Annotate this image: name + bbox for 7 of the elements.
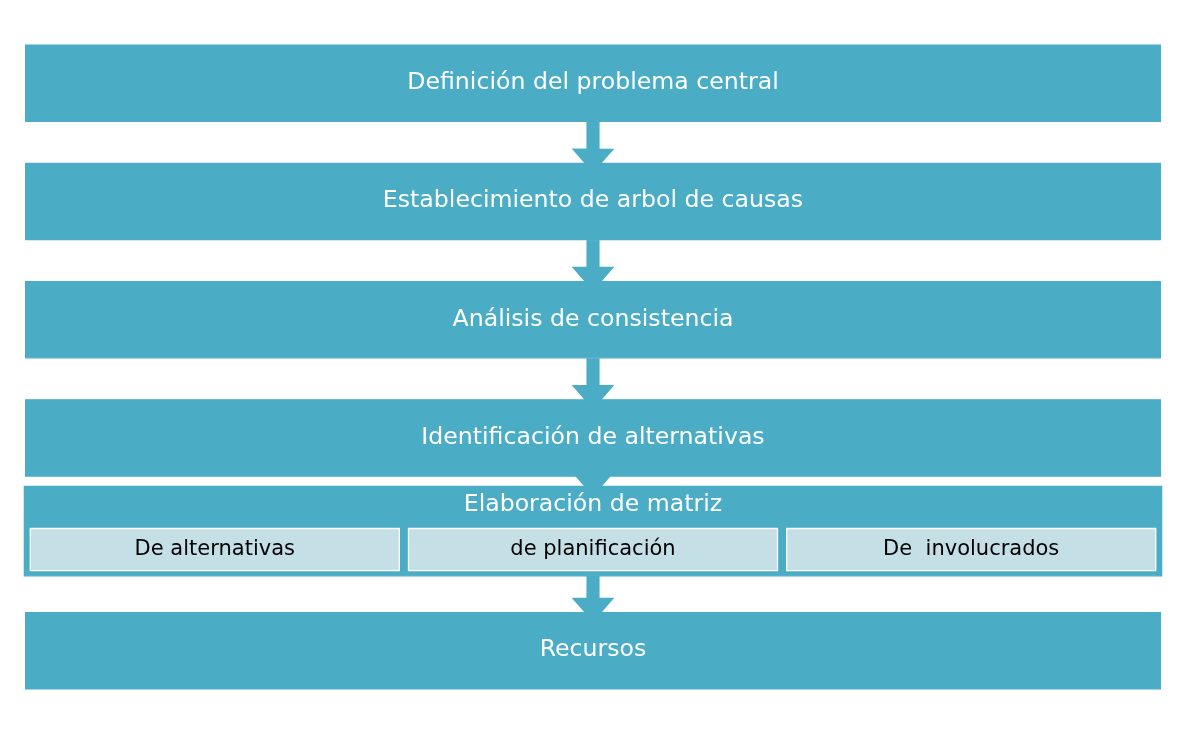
node-box: Definición del problema central — [25, 44, 1161, 122]
node-box: Recursos — [25, 611, 1161, 689]
node-box: Establecimiento de arbol de causas — [25, 162, 1161, 240]
node-box: De alternativas — [29, 527, 400, 571]
node-box: De involucrados — [786, 527, 1157, 571]
node-box: Análisis de consistencia — [25, 280, 1161, 358]
node-box: de planificación — [407, 527, 779, 571]
